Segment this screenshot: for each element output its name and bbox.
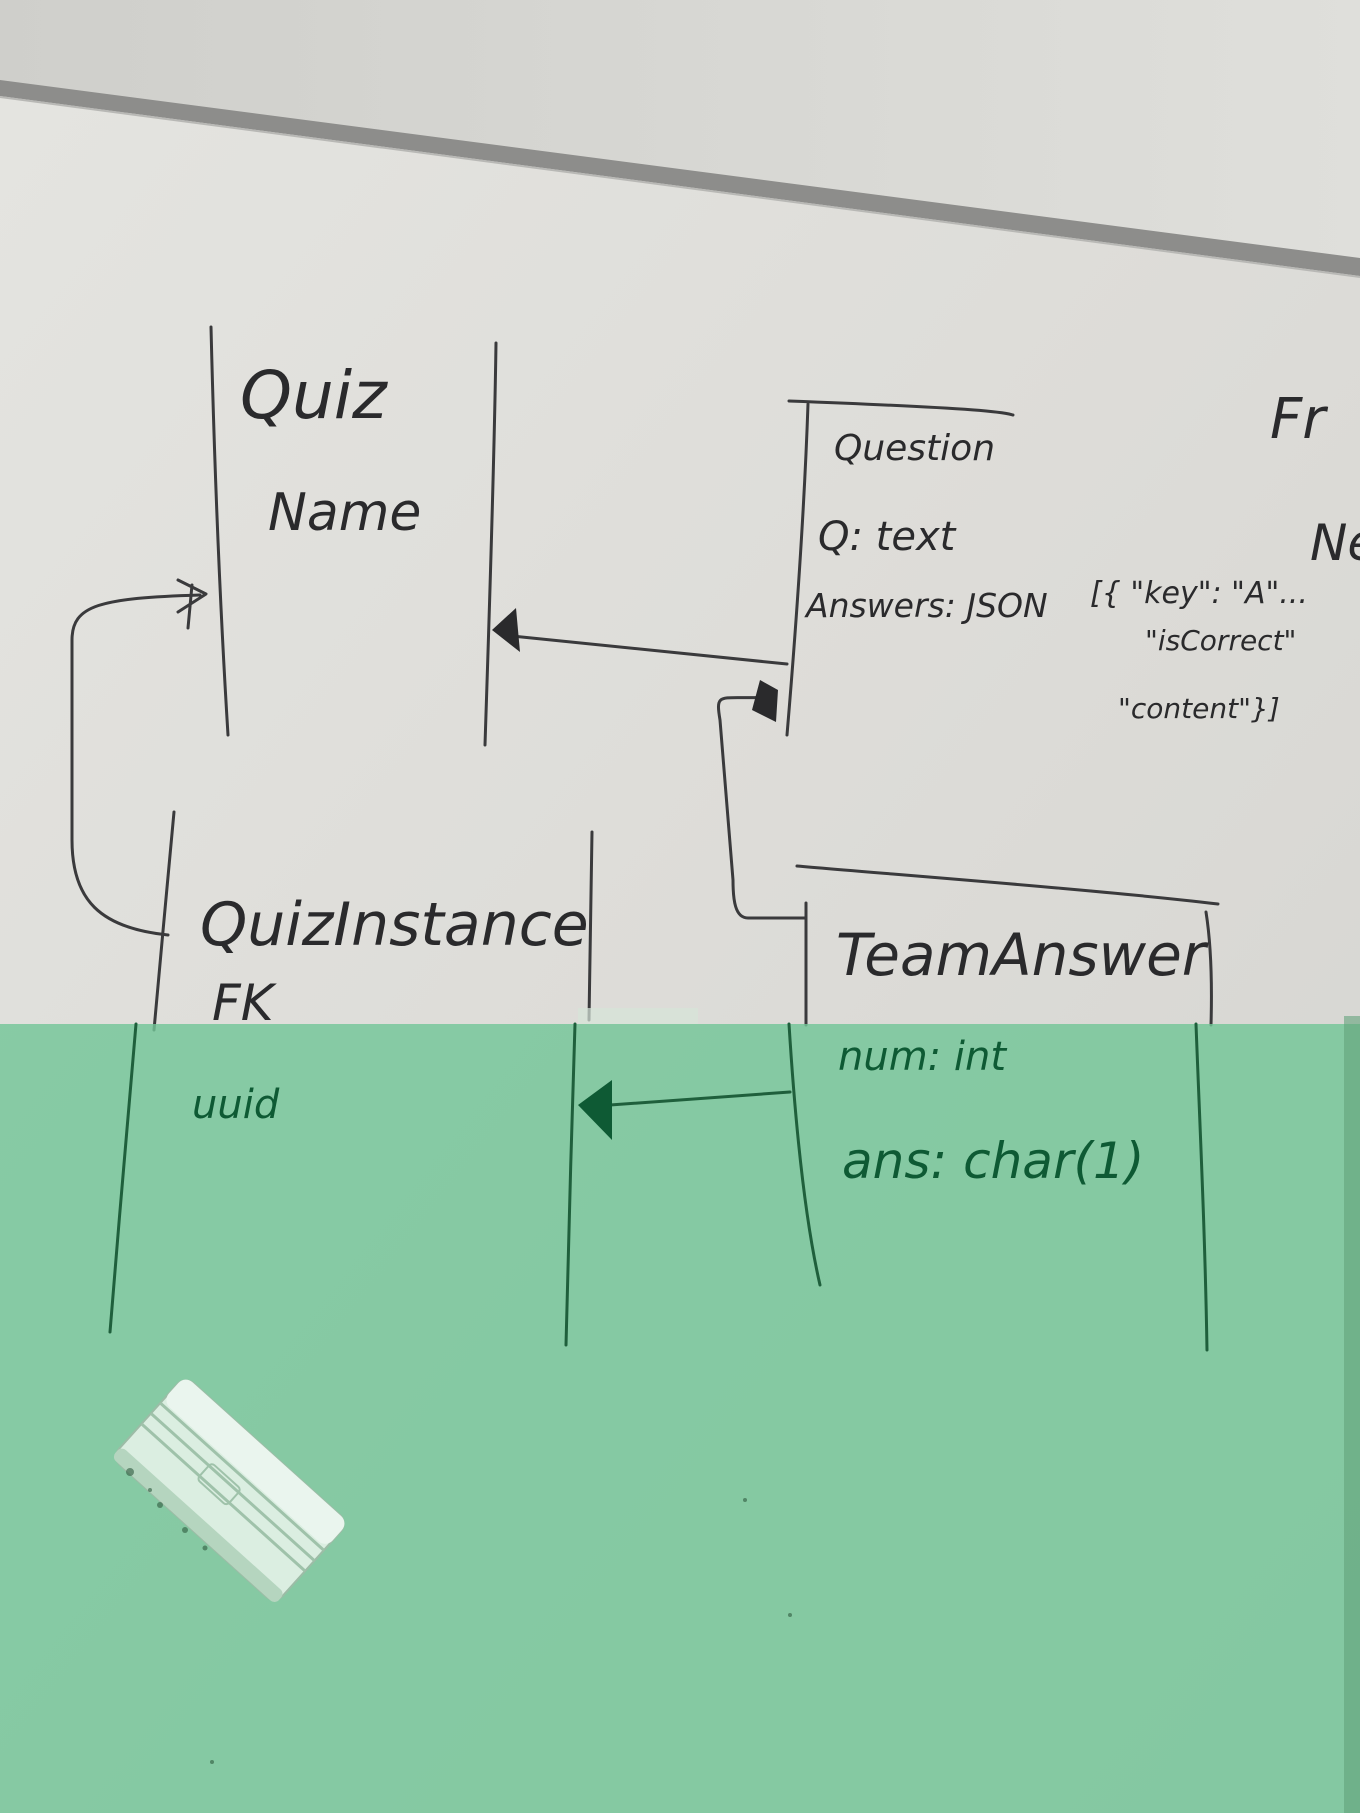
quizinstance-quiz-relation	[70, 578, 208, 937]
question-title: Question	[834, 428, 995, 469]
overlay-seam	[578, 1008, 698, 1024]
quiz-table-left-line	[209, 325, 230, 737]
teamanswer-field-ans: ans: char(1)	[842, 1132, 1144, 1190]
loop-line	[70, 593, 202, 937]
teamanswer-right-line-lower	[1194, 1022, 1209, 1352]
teamanswer-table: TeamAnswer	[795, 864, 1220, 1027]
teamanswer-top-line	[795, 864, 1220, 906]
quiz-table-right-line	[483, 341, 498, 747]
quizinstance-left-line-lower	[108, 1022, 138, 1334]
quizinstance-left-line-upper	[152, 810, 176, 1032]
question-quiz-relation	[492, 608, 789, 666]
teamanswer-right-line-upper	[1204, 910, 1213, 1027]
eraser-icon	[113, 1379, 345, 1603]
relation-line	[510, 634, 789, 666]
question-teamanswer-relation	[716, 680, 807, 920]
question-table: Question Q: text Answers: JSON	[785, 399, 1048, 737]
crowfoot-arrow-icon	[578, 1080, 612, 1140]
crowfoot-arrow-icon	[176, 578, 208, 630]
quizinstance-title: QuizInstance	[200, 890, 589, 960]
teamanswer-title: TeamAnswer	[836, 921, 1209, 989]
quiz-title: Quiz	[240, 357, 388, 434]
quiz-table: Quiz Name	[209, 325, 498, 747]
quizinstance-right-line-lower	[564, 1022, 577, 1347]
json-note-line-2: "isCorrect"	[1145, 624, 1296, 657]
board-frame-edge	[0, 96, 1360, 278]
quizinstance-field-uuid: uuid	[192, 1082, 280, 1128]
json-note-line-1: [{ "key": "A"...	[1090, 576, 1308, 611]
quizinstance-field-fk: FK	[212, 974, 278, 1032]
quizinstance-table: QuizInstance FK	[152, 810, 594, 1032]
json-note-line-3: "content"}]	[1118, 692, 1280, 725]
question-field-answers: Answers: JSON	[804, 586, 1048, 625]
board-frame-rail	[0, 80, 1360, 276]
question-table-left-line	[785, 402, 810, 737]
question-table-top-line	[787, 399, 1015, 417]
quiz-field-name: Name	[268, 483, 421, 543]
partial-text-ne: Ne	[1310, 514, 1360, 572]
teamanswer-left-line-lower	[787, 1022, 822, 1287]
quizinstance-right-line-upper	[587, 830, 594, 1022]
eraser-dust	[126, 1468, 792, 1764]
json-note: [{ "key": "A"... "isCorrect" "content"}]…	[1090, 387, 1360, 725]
crowfoot-arrow-icon	[752, 680, 778, 722]
lower-table-lines	[108, 1022, 1209, 1352]
teamanswer-instance-relation-line	[608, 1090, 792, 1107]
crowfoot-arrow-icon	[492, 608, 520, 652]
teamanswer-field-num: num: int	[838, 1034, 1007, 1080]
question-field-q: Q: text	[818, 514, 957, 560]
loop-line	[716, 695, 807, 920]
partial-text-fr: Fr	[1270, 387, 1328, 452]
overlay-edge	[1344, 1016, 1360, 1813]
